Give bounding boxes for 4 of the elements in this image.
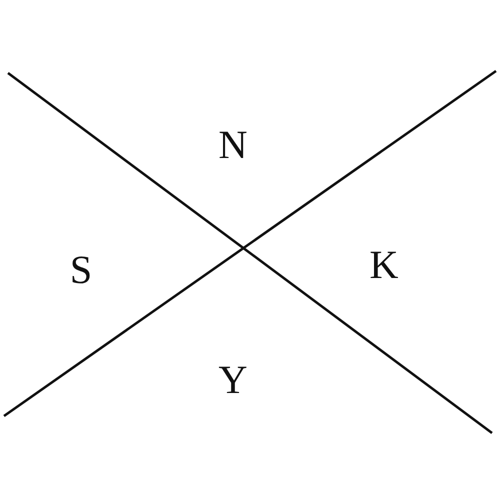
quadrant-letter: S <box>70 250 92 290</box>
quadrant-letter: K <box>370 245 398 285</box>
quadrant-letter: Y <box>218 360 248 400</box>
quadrant-letter: N <box>218 125 248 165</box>
